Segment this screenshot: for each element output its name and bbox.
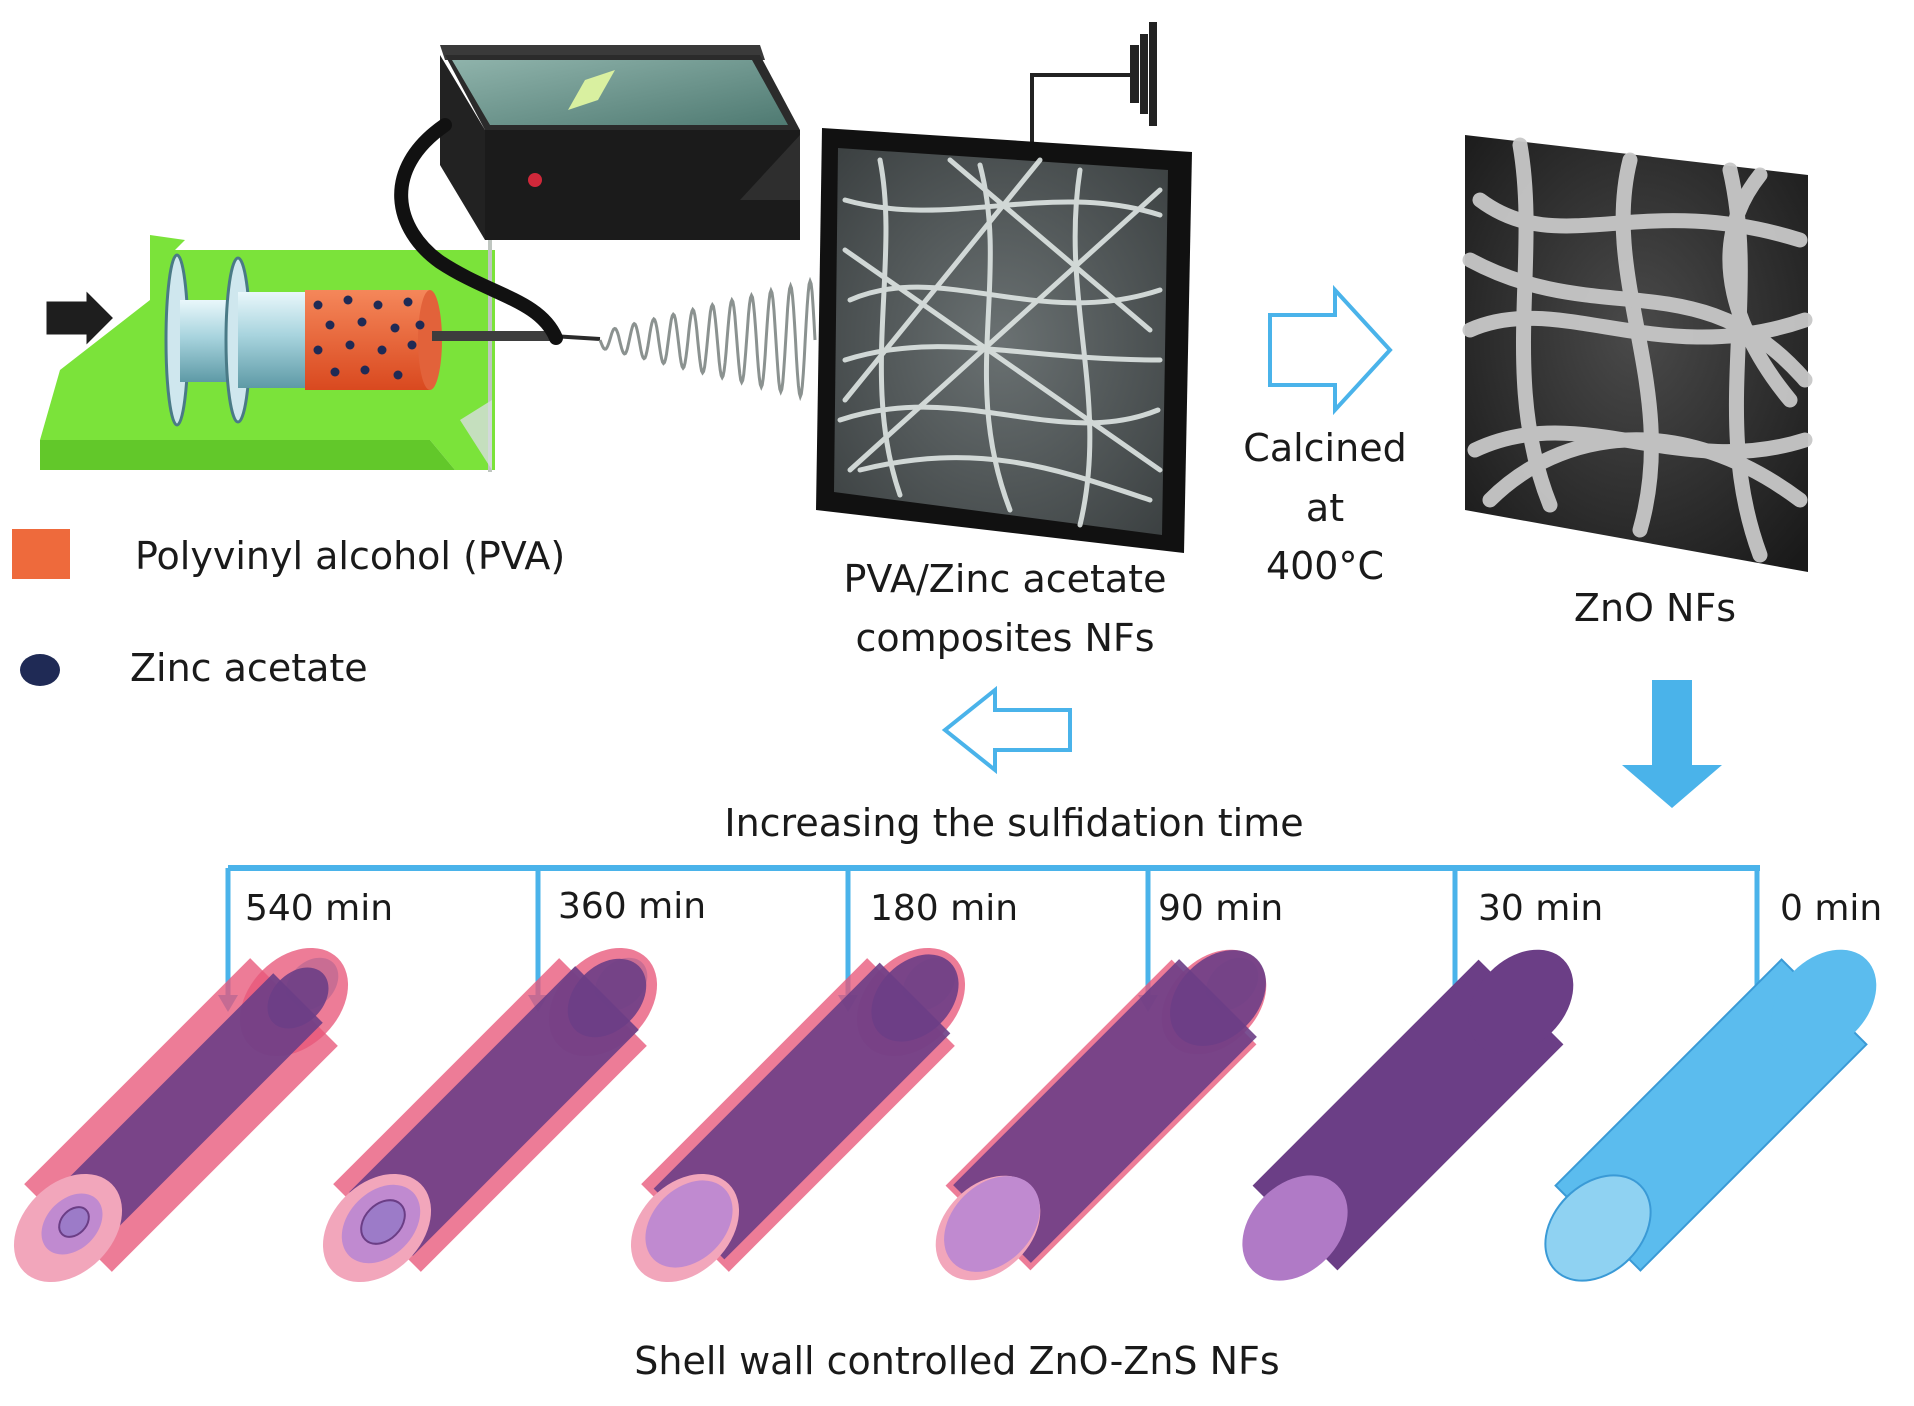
time-label-4: 90 min [1158, 888, 1284, 929]
calcination-arrow [1268, 284, 1393, 416]
zinc-legend-marker [20, 654, 60, 686]
time-label-3: 180 min [870, 888, 1019, 929]
mixed-layer-back [567, 958, 647, 1038]
zinc-dot [377, 345, 387, 355]
sem-fiber [877, 157, 903, 498]
zno-fiber-back [1771, 949, 1877, 1055]
zns-fiber-back [1468, 949, 1574, 1055]
core-face [360, 1199, 406, 1245]
sem-fiber [857, 455, 1153, 503]
sem-fiber [847, 187, 1163, 473]
collector-screen [816, 128, 1192, 553]
nanofiber-5 [1242, 949, 1574, 1281]
calcined-label-line2: at [1305, 486, 1345, 530]
sem-fiber [947, 157, 1153, 333]
push-arrow-icon [43, 284, 118, 352]
syringe [164, 253, 601, 427]
zinc-dot [313, 345, 323, 355]
zinc-dot [345, 340, 355, 350]
mixed-face [645, 1180, 733, 1268]
zinc-acetate-dots [313, 295, 425, 380]
nanofiber-6 [1544, 949, 1877, 1282]
zno-label: ZnO NFs [1573, 586, 1737, 630]
mixed-layer-back [871, 954, 959, 1042]
nanofiber-2 [322, 947, 658, 1283]
zinc-dot [313, 300, 323, 310]
zno-sem-fiber [1462, 252, 1813, 388]
composite-label-line1: PVA/Zinc acetate [843, 557, 1167, 601]
time-label-6: 0 min [1780, 888, 1883, 929]
mixed-layer-back [267, 967, 329, 1029]
zinc-dot [343, 295, 353, 305]
time-label-5: 30 min [1478, 888, 1604, 929]
zinc-dot [325, 320, 335, 330]
back-arrow [941, 685, 1072, 775]
zinc-dot [403, 297, 413, 307]
nanofiber-row [13, 947, 1877, 1283]
pva-legend-swatch [12, 529, 70, 579]
zno-sem-fiber [1482, 432, 1808, 508]
zinc-dot [373, 300, 383, 310]
zinc-dot [390, 323, 400, 333]
core-face [58, 1206, 90, 1238]
down-arrow [1622, 680, 1722, 808]
sem-fiber [1072, 167, 1093, 528]
zinc-dot [330, 367, 340, 377]
nanofiber-4 [935, 949, 1267, 1281]
mixed-layer-body [47, 973, 323, 1249]
bottom-caption: Shell wall controlled ZnO-ZnS NFs [634, 1339, 1280, 1383]
sem-fiber [842, 157, 1043, 403]
mixed-face [944, 1176, 1040, 1272]
electrospinning-jet [598, 276, 817, 402]
zno-sem-fiber [1615, 152, 1659, 538]
zns-fiber-face [1242, 1175, 1348, 1281]
mixed-layer-body [349, 966, 639, 1256]
zno-sem-image [1462, 135, 1813, 572]
zno-sem-fiber [1512, 137, 1558, 513]
power-supply [440, 45, 800, 240]
time-label-2: 360 min [558, 886, 707, 927]
nanofiber-1 [13, 947, 349, 1283]
zinc-legend-label: Zinc acetate [130, 646, 368, 690]
zinc-dot [393, 370, 403, 380]
nanofiber-3 [630, 947, 966, 1283]
ground-symbol [1030, 22, 1157, 148]
zno-sem-fiber [1722, 167, 1798, 408]
calcined-label-line1: Calcined [1243, 426, 1407, 470]
zinc-dot [407, 340, 417, 350]
increasing-label: Increasing the sulfidation time [724, 801, 1304, 845]
zinc-dot [360, 365, 370, 375]
pva-legend-label: Polyvinyl alcohol (PVA) [135, 534, 566, 578]
zinc-dot [357, 317, 367, 327]
calcined-label-line3: 400°C [1265, 544, 1385, 588]
composite-label-line2: composites NFs [855, 616, 1155, 660]
time-label-1: 540 min [245, 888, 394, 929]
sem-fiber [842, 247, 1163, 473]
high-voltage-cable [394, 118, 563, 345]
zno-fiber-face [1544, 1174, 1652, 1282]
mixed-layer-back [1170, 950, 1266, 1046]
zinc-dot [415, 320, 425, 330]
sem-fiber [837, 404, 1161, 426]
